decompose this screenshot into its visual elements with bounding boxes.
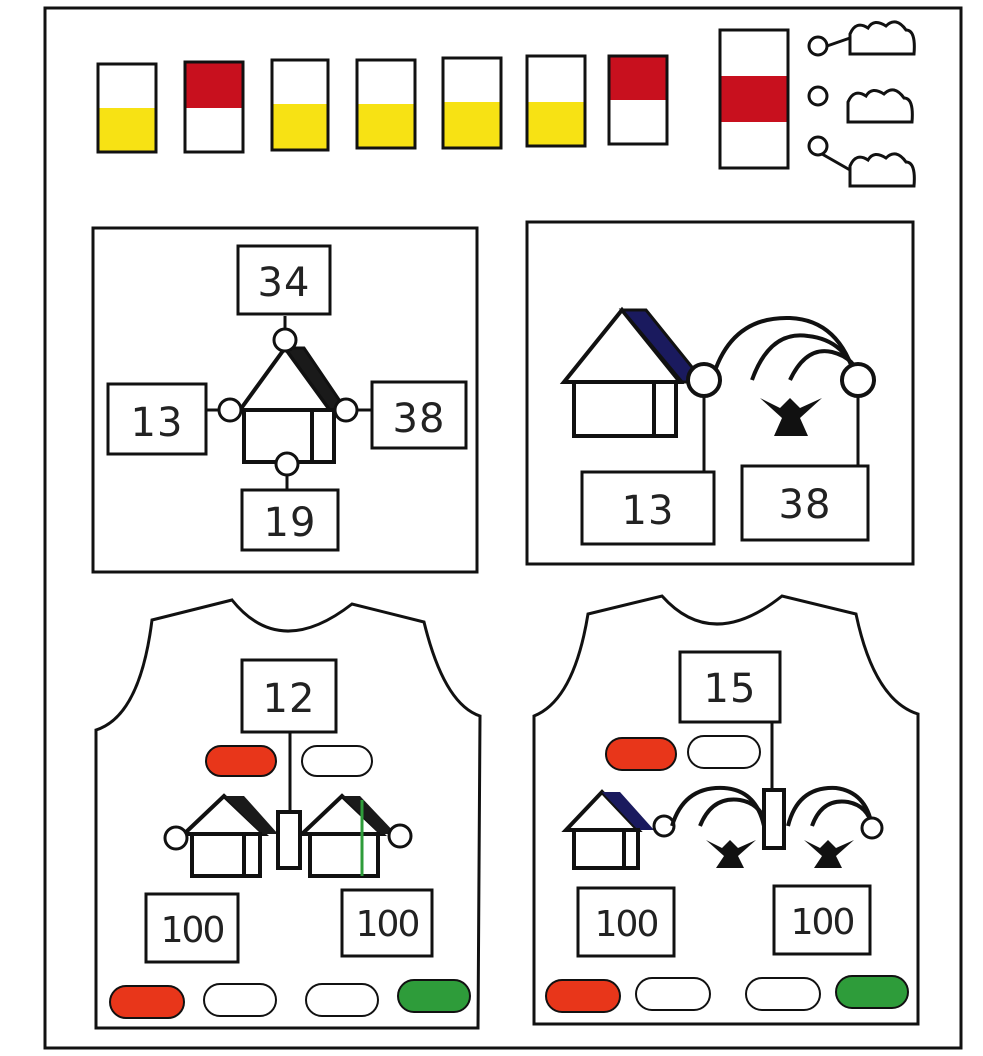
vest-two-houses-top-value: 12 [263,676,316,722]
swatch-7 [609,56,667,144]
tricolor-flag-icon [720,30,788,168]
swatch-3 [272,60,328,150]
tree-icon [712,318,860,436]
swatch-5 [443,58,501,148]
vest-house-trees-left-value: 100 [595,904,658,945]
vest-two-houses-left-value: 100 [161,910,224,951]
panel-house-cross: 34 13 38 19 [93,228,477,572]
swatch-1 [98,64,156,152]
house-icon [240,348,346,462]
legend-swatches [98,56,667,152]
vest-two-houses: 12 100 100 [96,600,480,1028]
house-cross-right-value: 38 [393,396,446,442]
swatch-4 [357,60,415,148]
cloud-pin-icon [809,22,914,186]
tree-icon [672,788,766,868]
house-icon [302,796,396,876]
panel-house-tree: 13 38 [527,222,913,564]
swatch-2 [185,62,243,152]
house-tree-right-value: 38 [779,482,832,528]
house-cross-left-value: 13 [131,400,184,446]
house-icon [564,310,704,436]
vest-house-trees-right-value: 100 [791,902,854,943]
swatch-6 [527,56,585,146]
tree-icon [788,788,872,868]
vest-house-trees-top-value: 15 [704,666,757,712]
vest-two-houses-right-value: 100 [356,904,419,945]
vest-house-trees: 15 100 100 [534,596,918,1024]
house-cross-top-value: 34 [258,260,311,306]
house-cross-bottom-value: 19 [264,500,317,546]
house-icon [566,792,654,868]
house-tree-left-value: 13 [622,488,675,534]
house-icon [184,796,278,876]
